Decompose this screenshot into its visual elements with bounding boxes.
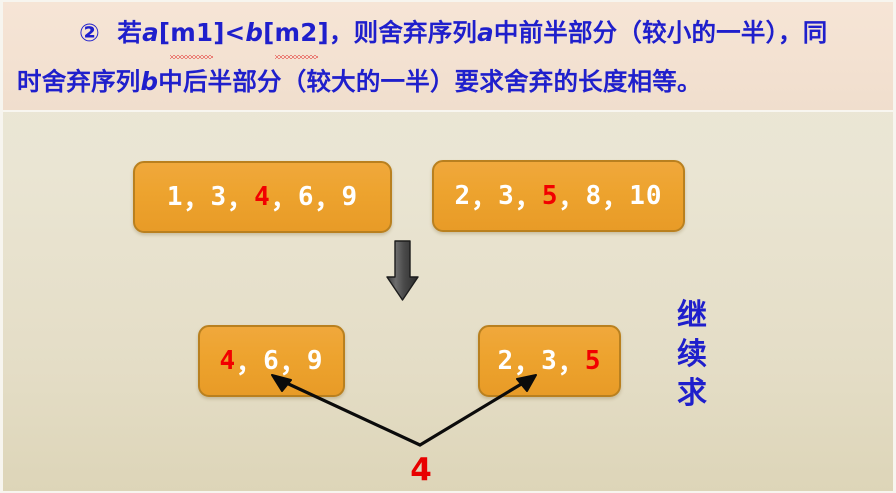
continue-label-char-2: 续 <box>677 337 707 372</box>
array-item: 8 <box>585 181 603 211</box>
array-item: 2 <box>497 346 515 376</box>
header-band: ② 若a[m1]<b[m2]，则舍弃序列a中前半部分（较小的一半），同 时舍弃序… <box>3 2 893 112</box>
arrow-up-left-icon <box>271 374 422 447</box>
var-a-2: a <box>477 18 494 47</box>
header-text-b: ，则舍弃序列 <box>328 18 478 47</box>
down-block-arrow-svg <box>386 240 419 301</box>
frame-edge-top <box>0 0 896 2</box>
frame-edge-left <box>0 0 3 493</box>
array-separator: ， <box>514 348 542 379</box>
bracket-close-b: ] <box>317 18 329 47</box>
array-item: 6 <box>263 346 280 376</box>
array-separator: ， <box>236 348 264 379</box>
array-item-highlighted: 5 <box>584 346 602 376</box>
array-separator: ， <box>514 183 542 214</box>
array-item-highlighted: 4 <box>254 182 271 212</box>
array-item: 3 <box>498 181 515 211</box>
v-pointer-arrows <box>250 360 570 460</box>
bracket-close-a: ]< <box>213 18 246 47</box>
header-text-d: 时舍弃序列 <box>17 67 141 96</box>
bracket-open-b: [ <box>263 18 275 47</box>
array-item: 9 <box>306 346 324 376</box>
array-item: 3 <box>541 346 558 376</box>
array-separator: ， <box>183 184 211 215</box>
header-line-2: 时舍弃序列b中后半部分（较大的一半）要求舍弃的长度相等。 <box>17 57 883 106</box>
header-text-e: 中后半部分（较大的一半）要求舍弃的长度相等。 <box>158 67 702 96</box>
array-item-highlighted: 4 <box>219 346 237 376</box>
bracket-open-a: [ <box>158 18 171 47</box>
array-separator: ， <box>279 348 307 379</box>
array-item: 6 <box>297 182 315 212</box>
frame-edge-bottom <box>0 491 896 493</box>
header-statement: ② 若a[m1]<b[m2]，则舍弃序列a中前半部分（较小的一半），同 时舍弃序… <box>17 8 883 106</box>
array-separator: ， <box>557 348 585 379</box>
median-value-label: 4 <box>410 452 432 488</box>
array-item: 3 <box>210 182 228 212</box>
array-separator: ， <box>471 183 499 214</box>
header-text-a: 若 <box>117 18 143 47</box>
array-box-a-full: 1，3，4，6，9 <box>133 161 392 233</box>
header-text-c: 中前半部分（较小的一半），同 <box>493 18 828 47</box>
array-box-a-half: 4，6，9 <box>198 325 345 397</box>
var-a-1: a <box>142 18 159 47</box>
array-separator: ， <box>602 183 630 214</box>
array-separator: ， <box>270 184 298 215</box>
header-line-1: ② 若a[m1]<b[m2]，则舍弃序列a中前半部分（较小的一半），同 <box>17 8 883 59</box>
frame-edge-right <box>893 0 896 493</box>
array-item-highlighted: 5 <box>541 181 559 211</box>
array-separator: ， <box>227 184 255 215</box>
array-box-b-full: 2，3，5，8，10 <box>432 160 685 232</box>
misspelled-m2: m2 <box>274 8 318 59</box>
misspelled-m1: m1 <box>170 8 214 59</box>
array-item: 1 <box>166 182 184 212</box>
continue-label-char-3: 求 <box>677 376 707 411</box>
item-marker: ② <box>79 18 100 47</box>
var-b-2: b <box>140 67 159 96</box>
array-item: 2 <box>454 181 472 211</box>
array-box-b-half: 2，3，5 <box>478 325 621 397</box>
array-item: 10 <box>629 181 663 211</box>
continue-label-char-1: 继 <box>677 298 707 333</box>
continue-label: 继 续 求 <box>670 296 714 413</box>
var-b-1: b <box>245 18 264 47</box>
down-block-arrow-icon <box>386 240 419 302</box>
v-pointer-arrows-svg <box>271 374 537 447</box>
array-item: 9 <box>341 182 359 212</box>
array-separator: ， <box>314 184 342 215</box>
array-separator: ， <box>558 183 586 214</box>
arrow-up-right-icon <box>418 374 537 447</box>
